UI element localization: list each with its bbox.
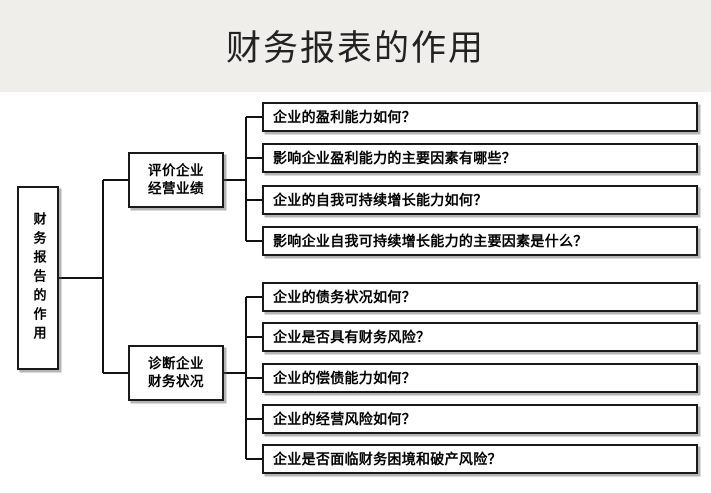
page-title: 财务报表的作用 (225, 28, 485, 69)
leaf-node[interactable]: 企业的经营风险如何？ (262, 404, 698, 434)
leaf-node[interactable]: 影响企业盈利能力的主要因素有哪些？ (262, 143, 698, 173)
leaf-node[interactable]: 企业的债务状况如何？ (262, 282, 698, 312)
leaf-node[interactable]: 企业的盈利能力如何？ (262, 102, 698, 132)
branch-node-label-line1: 评价企业 (148, 162, 204, 179)
leaf-node[interactable]: 企业的偿债能力如何？ (262, 363, 698, 393)
root-node-label: 财务报告的作用 (30, 211, 46, 345)
leaf-node[interactable]: 企业的自我可持续增长能力如何？ (262, 185, 698, 215)
branch-node-diagnose-financials[interactable]: 诊断企业 财务状况 (128, 345, 224, 401)
leaf-node[interactable]: 企业是否具有财务风险？ (262, 322, 698, 352)
branch-node-label-line1: 诊断企业 (148, 355, 204, 372)
title-band (0, 0, 711, 92)
branch-node-label-line2: 财务状况 (148, 374, 204, 390)
root-node[interactable]: 财务报告的作用 (17, 186, 59, 370)
branch-node-label-line2: 经营业绩 (148, 181, 204, 197)
branch-node-evaluate-performance[interactable]: 评价企业 经营业绩 (128, 152, 224, 208)
leaf-node[interactable]: 企业是否面临财务困境和破产风险？ (262, 444, 698, 474)
leaf-node[interactable]: 影响企业自我可持续增长能力的主要因素是什么？ (262, 226, 698, 256)
